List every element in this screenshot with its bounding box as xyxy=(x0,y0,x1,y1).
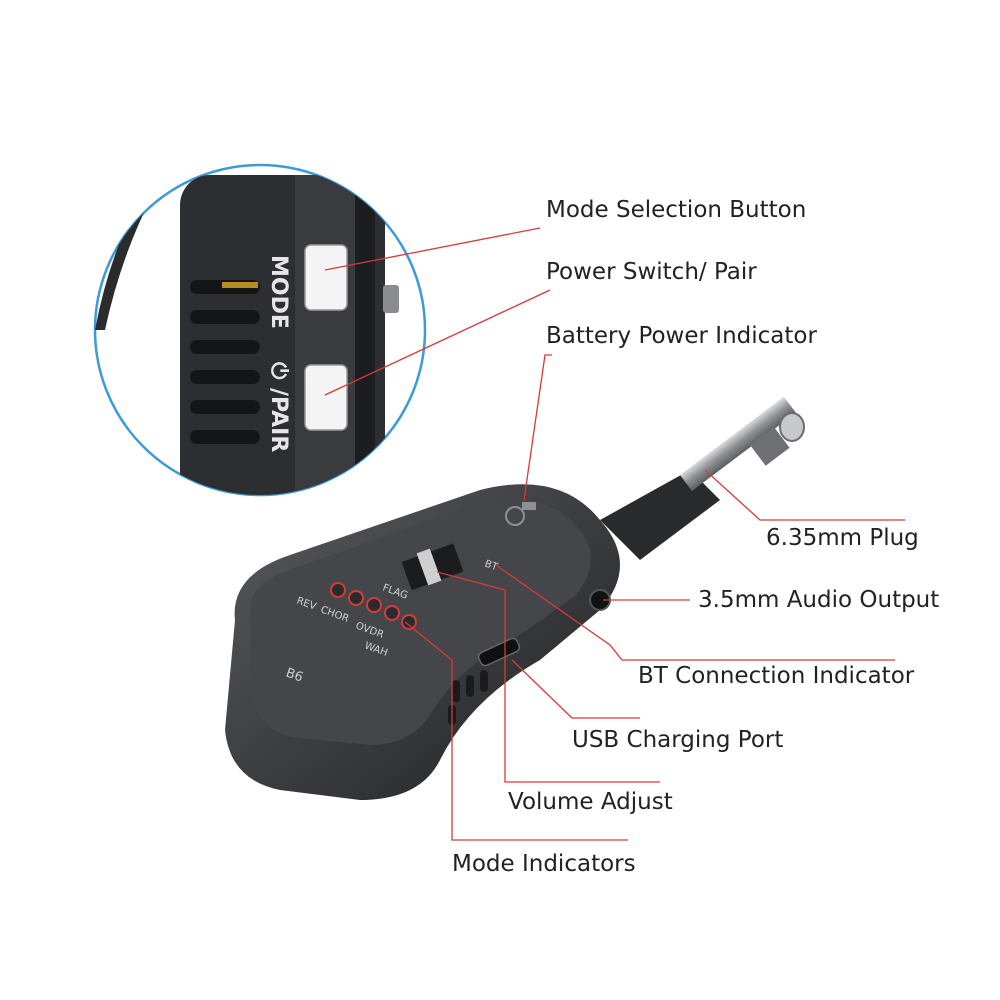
power-icon: ⏻ xyxy=(266,362,291,380)
callout-6-35mm-plug: 6.35mm Plug xyxy=(766,525,919,551)
callout-usb-charging-port: USB Charging Port xyxy=(572,727,784,753)
pair-button-label: /PAIR xyxy=(266,388,291,452)
leader-battery xyxy=(523,354,552,501)
leader-power-pair xyxy=(324,289,551,396)
magnifier-inset: MODE ⏻ /PAIR xyxy=(93,163,427,497)
leader-mode-indicators xyxy=(404,621,628,841)
leader-bt xyxy=(495,564,895,661)
pair-button xyxy=(304,364,348,431)
callout-mode-selection-button: Mode Selection Button xyxy=(546,197,807,223)
callout-mode-indicators: Mode Indicators xyxy=(452,851,636,877)
callout-power-switch-pair: Power Switch/ Pair xyxy=(546,259,757,285)
strap-shadow xyxy=(95,190,150,330)
inset-glint xyxy=(222,282,258,288)
leader-volume xyxy=(436,571,660,783)
leader-usb xyxy=(511,659,640,719)
leader-plug xyxy=(704,469,905,521)
mode-button-label: MODE xyxy=(266,255,291,329)
device-face xyxy=(249,499,591,745)
plug xyxy=(600,396,805,560)
callout-volume-adjust: Volume Adjust xyxy=(508,789,673,815)
mode-button xyxy=(304,244,348,311)
battery-led xyxy=(505,506,525,526)
mode-leds xyxy=(330,582,417,630)
side-vents xyxy=(448,670,488,725)
leader-lines xyxy=(324,227,905,841)
callout-battery-power-indicator: Battery Power Indicator xyxy=(546,323,817,349)
callout-3-5mm-audio-output: 3.5mm Audio Output xyxy=(698,587,940,613)
model-marking: B6 xyxy=(284,666,305,686)
leader-mode-selection xyxy=(324,227,541,271)
usb-port xyxy=(477,637,521,667)
callout-bt-connection-indicator: BT Connection Indicator xyxy=(638,663,915,689)
bt-marking: BT xyxy=(483,558,500,573)
main-device: BT FLAG REV CHOR OVDR WAH B6 xyxy=(225,396,805,800)
inset-side-pin xyxy=(383,285,399,313)
